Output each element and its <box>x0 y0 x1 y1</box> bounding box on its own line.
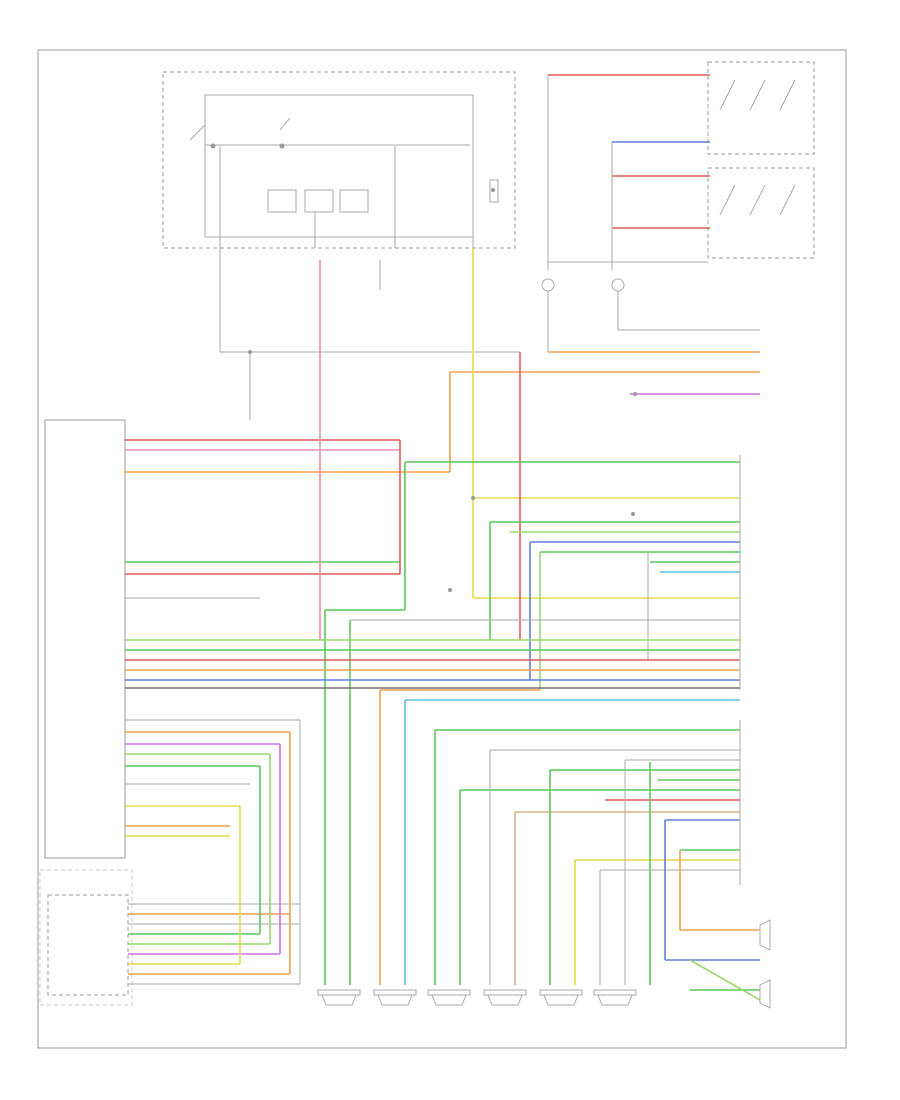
radio <box>44 419 126 859</box>
right-front-speaker <box>593 989 637 1006</box>
right-switch <box>707 61 815 155</box>
left-rear-speaker <box>483 989 527 1006</box>
fuse-box <box>162 71 516 249</box>
right-front-tweeter <box>759 919 771 951</box>
right-inst-speaker <box>373 989 417 1006</box>
diagram-frame <box>37 49 847 1049</box>
right-rear-tweeter <box>759 979 771 1009</box>
amplifier <box>47 894 129 996</box>
left-inst-speaker <box>317 989 361 1006</box>
left-switch <box>707 167 815 259</box>
right-rear-speaker <box>539 989 583 1006</box>
left-front-speaker <box>427 989 471 1006</box>
